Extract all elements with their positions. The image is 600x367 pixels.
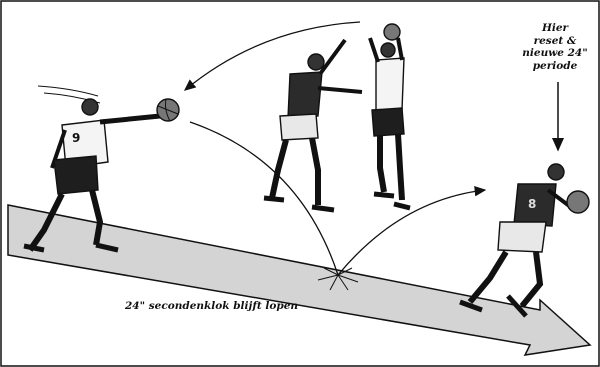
dribbler-number: 8 [528,197,536,211]
shooter-player [370,24,410,208]
reset-line-3: nieuwe 24" [505,47,600,60]
clock-annotation: 24" secondenklok blijft lopen [125,300,298,312]
receiver-number: 9 [72,131,80,145]
reset-line-4: periode [505,60,600,73]
reset-line-1: Hier [505,22,600,35]
dribble-ball-icon [567,191,589,213]
defender-player [264,40,362,210]
reset-line-2: reset & [505,35,600,48]
ball-bounce-arc [338,190,485,275]
dribbler-player [460,164,572,316]
reset-annotation: Hier reset & nieuwe 24" periode [505,22,600,72]
